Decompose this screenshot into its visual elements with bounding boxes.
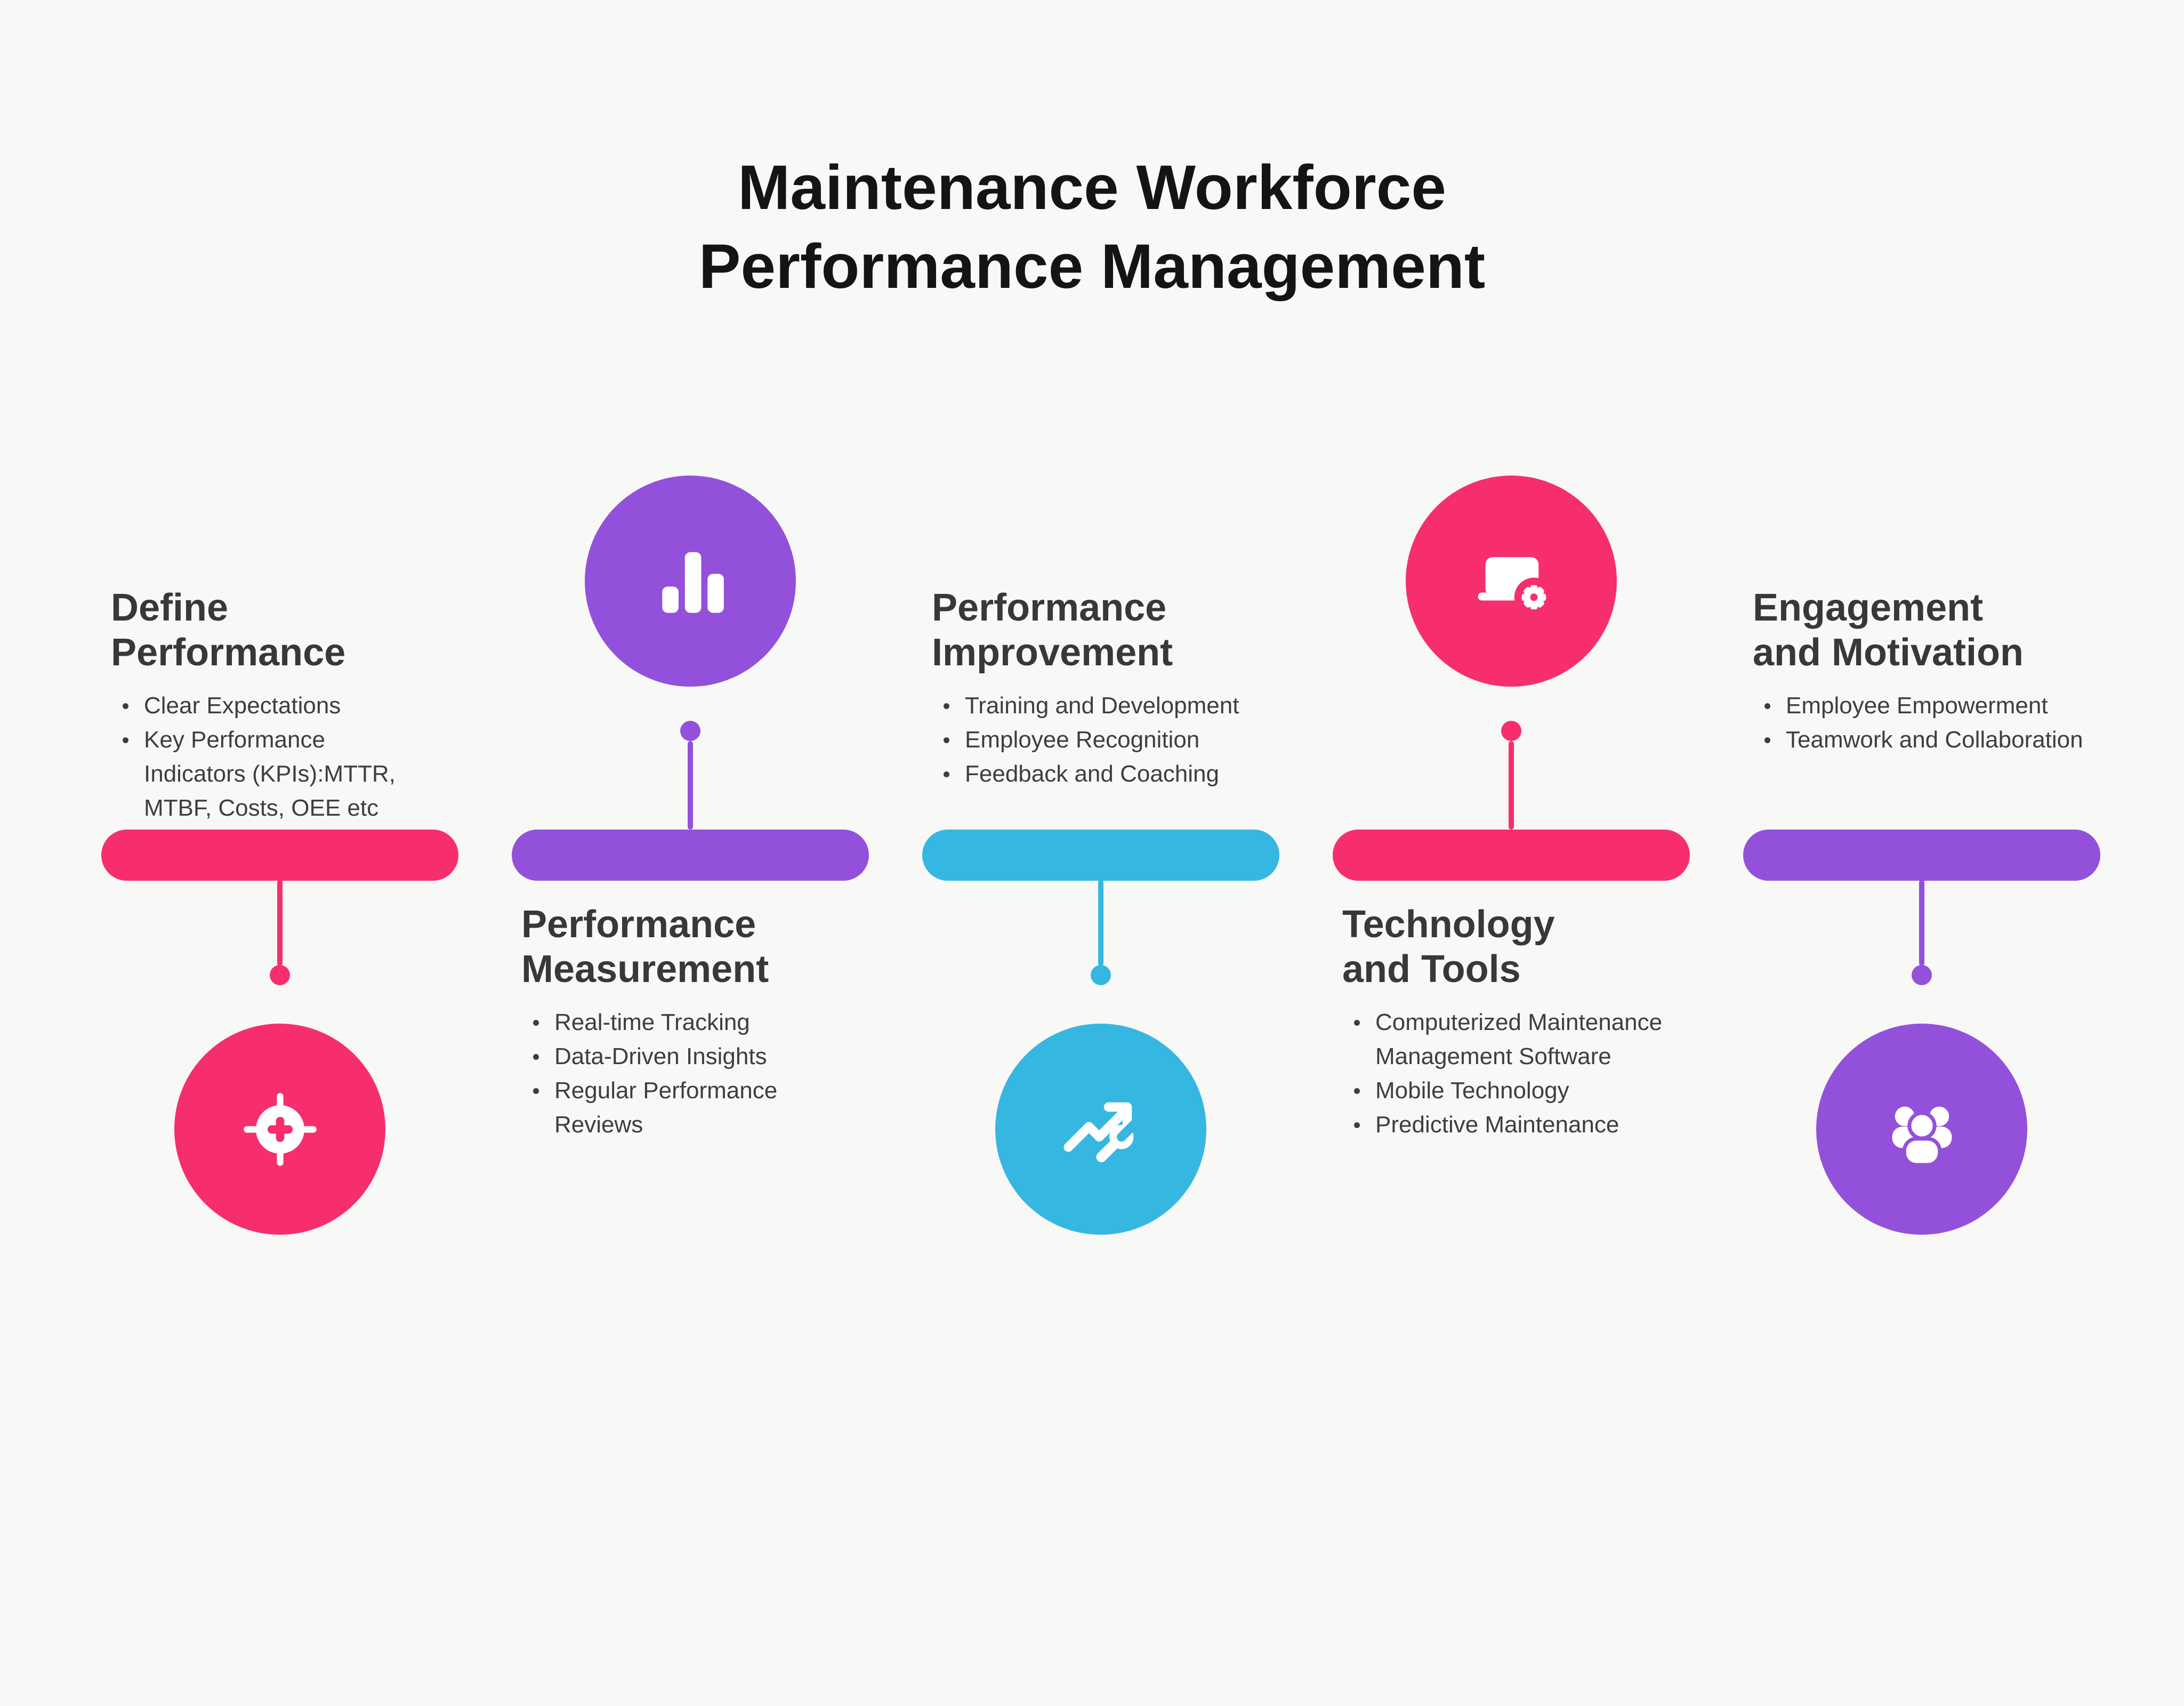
h-line: and Tools [1342, 948, 1521, 991]
bar-chart-icon [662, 552, 724, 613]
connector-line [1919, 880, 1924, 966]
bullet: Mobile Technology [1342, 1074, 1675, 1108]
team-icon [1892, 1106, 1952, 1166]
page-title-line2: Performance Management [698, 231, 1486, 302]
bullet-list: Computerized Maintenance Management Soft… [1342, 1005, 1675, 1142]
connector-dot [1912, 965, 1932, 985]
bullet: Real-time Tracking [521, 1005, 809, 1040]
icon-circle [174, 1024, 385, 1235]
page-title: Maintenance Workforce Performance Manage… [0, 148, 2184, 306]
timeline-bar [1743, 830, 2100, 881]
bullet: Computerized Maintenance Management Soft… [1342, 1005, 1675, 1074]
bullet: Teamwork and Collaboration [1753, 723, 2126, 757]
trend-wrench-icon [1063, 1102, 1139, 1162]
connector-line [1509, 741, 1514, 830]
icon-circle [1816, 1024, 2027, 1235]
bullet: Predictive Maintenance [1342, 1108, 1675, 1142]
bullet: Key Performance Indicators (KPIs):MTTR, … [111, 723, 409, 825]
h-line: Technology [1342, 903, 1555, 946]
h-line: Improvement [932, 631, 1173, 674]
h-line: Performance [111, 631, 346, 674]
bullet: Training and Development [932, 689, 1284, 723]
timeline-bar [922, 830, 1279, 881]
h-line: Performance [932, 586, 1167, 629]
h-line: and Motivation [1753, 631, 2024, 674]
connector-line [688, 741, 693, 830]
bullet: Feedback and Coaching [932, 757, 1284, 791]
icon-circle [1406, 476, 1617, 687]
connector-line [277, 880, 283, 966]
timeline-bar [101, 830, 458, 881]
connector-dot [1501, 721, 1521, 741]
h-line: Measurement [521, 948, 769, 991]
timeline-bar [512, 830, 869, 881]
laptop-gear-icon [1478, 557, 1553, 617]
h-line: Define [111, 586, 229, 629]
connector-dot [680, 721, 700, 741]
connector-dot [1091, 965, 1111, 985]
h-line: Engagement [1753, 586, 1984, 629]
icon-circle [585, 476, 796, 687]
bullet: Employee Recognition [932, 723, 1284, 757]
bullet: Employee Empowerment [1753, 689, 2126, 723]
bullet: Clear Expectations [111, 689, 409, 723]
icon-circle [995, 1024, 1206, 1235]
bullet: Regular Performance Reviews [521, 1074, 809, 1142]
bullet: Data-Driven Insights [521, 1040, 809, 1074]
connector-line [1098, 880, 1103, 966]
timeline-bar [1333, 830, 1690, 881]
page-title-line1: Maintenance Workforce [738, 152, 1446, 223]
connector-dot [270, 965, 290, 985]
h-line: Performance [521, 903, 756, 946]
target-icon [243, 1092, 317, 1166]
